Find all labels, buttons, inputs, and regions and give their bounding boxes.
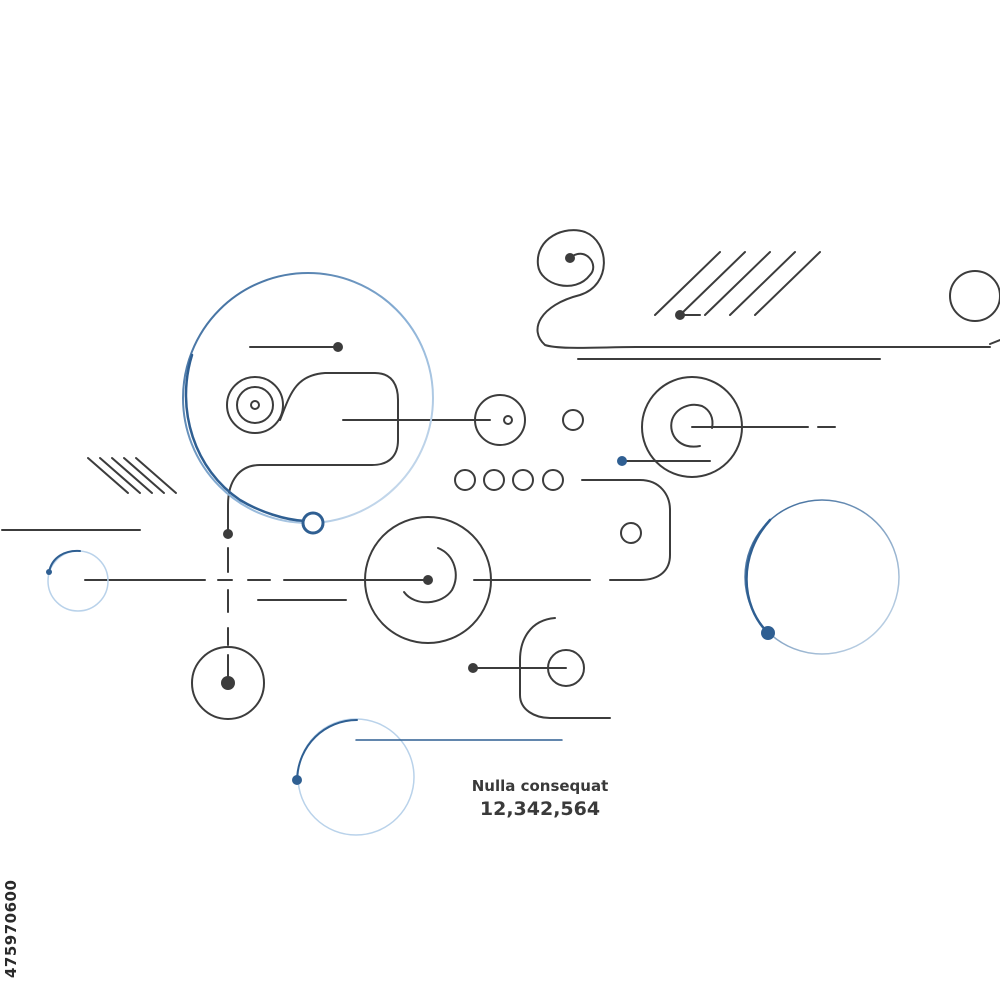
top-right-ring — [949, 270, 1000, 322]
small-ring — [562, 409, 584, 431]
chain-circle — [542, 469, 564, 491]
caption-value: 12,342,564 — [479, 798, 601, 820]
hatch-line — [654, 251, 721, 316]
spiral-hook — [536, 229, 991, 349]
small-blue-arc — [48, 549, 81, 573]
target-core — [250, 400, 260, 410]
blue-node-dot — [46, 569, 52, 575]
hatch-line — [123, 457, 165, 494]
node-dot — [223, 529, 233, 539]
node-dot — [221, 676, 235, 690]
bottom-blue-arc — [296, 719, 358, 781]
right-target-arc — [670, 403, 714, 448]
blue-node-dot — [761, 626, 775, 640]
target-mid — [236, 386, 274, 424]
rounded-track — [581, 479, 671, 581]
hatch-line — [729, 251, 796, 316]
small-ring — [620, 522, 642, 544]
hatch-line — [87, 457, 129, 494]
chain-circle — [512, 469, 534, 491]
target-outer — [226, 376, 284, 434]
right-blue-arc — [745, 518, 772, 635]
chain-circle — [454, 469, 476, 491]
right-blue-ring — [744, 499, 900, 655]
blue-ring-node — [301, 511, 325, 535]
big-blue-arc — [184, 353, 307, 523]
node-dot — [468, 663, 478, 673]
node-dot — [565, 253, 575, 263]
s-curve-connector — [227, 372, 399, 535]
chain-circle — [483, 469, 505, 491]
caption-title: Nulla consequat — [471, 777, 609, 795]
node-dot — [675, 310, 685, 320]
blue-node-dot — [292, 775, 302, 785]
node-dot — [423, 575, 433, 585]
hatch-line — [679, 251, 746, 316]
bottom-left-target — [191, 646, 265, 720]
stock-id: 475970600 — [2, 879, 20, 978]
blue-node-dot — [617, 456, 627, 466]
small-ring-core — [503, 415, 513, 425]
hatch-line — [99, 457, 141, 494]
node-dot — [333, 342, 343, 352]
bracket-shape — [519, 617, 611, 719]
caption-block: Nulla consequat 12,342,564 — [440, 776, 640, 822]
hatch-line — [135, 457, 177, 494]
hatch-line — [704, 251, 771, 316]
small-ring — [474, 394, 526, 446]
center-target-arc — [403, 547, 457, 604]
hatch-line — [111, 457, 153, 494]
hatch-line — [754, 251, 821, 316]
